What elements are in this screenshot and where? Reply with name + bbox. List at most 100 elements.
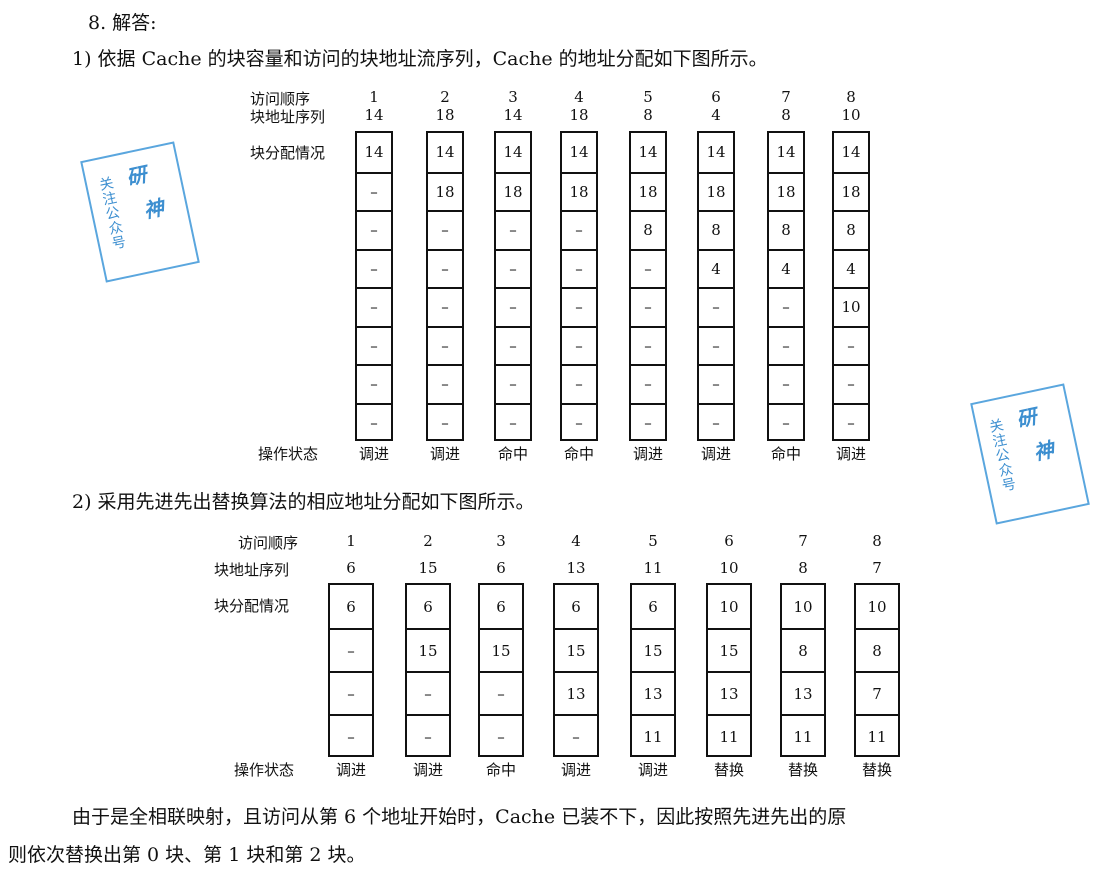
t1-label-sequence: 块地址序列 xyxy=(250,108,326,126)
block-cell: – xyxy=(496,248,530,288)
operation-status: 调进 xyxy=(335,761,366,779)
block-cell: – xyxy=(357,364,391,403)
t2-label-status: 操作状态 xyxy=(234,761,295,779)
sequence-value: 7 xyxy=(872,559,882,577)
watermark-stamp: 关注公众号 研 神 xyxy=(970,383,1090,525)
block-cell: 18 xyxy=(699,171,733,211)
sequence-value: 8 xyxy=(798,559,808,577)
stamp-text: 关注公众号 xyxy=(96,175,128,252)
block-cell: – xyxy=(357,248,391,288)
t2-label-sequence: 块地址序列 xyxy=(214,561,290,579)
operation-status: 调进 xyxy=(637,761,668,779)
order-number: 2 xyxy=(440,88,450,106)
block-cell: – xyxy=(496,402,530,442)
sequence-value: 18 xyxy=(435,106,455,124)
block-cell: – xyxy=(407,671,449,714)
block-cell: – xyxy=(769,402,803,442)
block-cell: 10 xyxy=(793,597,813,616)
block-cell: 15 xyxy=(480,628,522,671)
block-cell: 8 xyxy=(631,210,665,249)
operation-status: 命中 xyxy=(497,445,528,463)
operation-status: 调进 xyxy=(560,761,591,779)
operation-status: 替换 xyxy=(787,761,818,779)
block-cell: 14 xyxy=(776,143,796,162)
block-cell: 18 xyxy=(496,171,530,211)
block-cell: – xyxy=(357,171,391,211)
t1-label-status: 操作状态 xyxy=(258,445,319,463)
t1-label-allocation: 块分配情况 xyxy=(250,144,326,162)
order-number: 1 xyxy=(369,88,379,106)
sequence-value: 13 xyxy=(566,559,586,577)
stamp-char-1: 研 xyxy=(1014,404,1039,432)
order-number: 8 xyxy=(846,88,856,106)
block-cell: – xyxy=(769,287,803,326)
block-cell: – xyxy=(480,714,522,757)
order-number: 4 xyxy=(571,532,581,550)
order-number: 8 xyxy=(872,532,882,550)
sequence-value: 6 xyxy=(496,559,506,577)
block-cell: – xyxy=(496,364,530,403)
block-cell: 6 xyxy=(423,597,433,616)
block-cell: – xyxy=(357,325,391,365)
operation-status: 调进 xyxy=(700,445,731,463)
t2-label-order: 访问顺序 xyxy=(238,534,299,552)
order-number: 3 xyxy=(496,532,506,550)
operation-status: 替换 xyxy=(861,761,892,779)
block-cell: – xyxy=(631,287,665,326)
block-cell: 14 xyxy=(569,143,589,162)
order-number: 1 xyxy=(346,532,356,550)
order-number: 3 xyxy=(508,88,518,106)
block-cell: 13 xyxy=(708,671,750,714)
block-cell: – xyxy=(428,287,462,326)
watermark-stamp: 关注公众号 研 神 xyxy=(80,141,200,283)
block-cell: – xyxy=(428,402,462,442)
block-cell: 8 xyxy=(782,628,824,671)
block-cell: – xyxy=(834,325,868,365)
sequence-value: 15 xyxy=(418,559,438,577)
block-cell: – xyxy=(631,402,665,442)
block-cell: – xyxy=(496,210,530,249)
sequence-value: 11 xyxy=(643,559,663,577)
operation-status: 调进 xyxy=(632,445,663,463)
block-cell: 14 xyxy=(706,143,726,162)
block-column: 14––––––– xyxy=(355,131,393,441)
block-cell: 18 xyxy=(428,171,462,211)
block-cell: – xyxy=(357,287,391,326)
block-cell: 8 xyxy=(769,210,803,249)
order-number: 5 xyxy=(643,88,653,106)
block-cell: – xyxy=(330,628,372,671)
block-cell: 15 xyxy=(708,628,750,671)
order-number: 6 xyxy=(711,88,721,106)
block-cell: – xyxy=(562,325,596,365)
block-cell: – xyxy=(699,287,733,326)
operation-status: 调进 xyxy=(429,445,460,463)
block-cell: 4 xyxy=(834,248,868,288)
operation-status: 调进 xyxy=(358,445,389,463)
block-cell: 13 xyxy=(555,671,597,714)
block-cell: – xyxy=(357,210,391,249)
stamp-char-2: 神 xyxy=(141,195,166,223)
block-cell: – xyxy=(428,325,462,365)
block-column: 6––– xyxy=(328,583,374,757)
sequence-value: 10 xyxy=(719,559,739,577)
block-cell: 11 xyxy=(782,714,824,757)
block-cell: – xyxy=(330,714,372,757)
heading: 8. 解答: xyxy=(88,12,157,34)
block-cell: – xyxy=(357,402,391,442)
sequence-value: 6 xyxy=(346,559,356,577)
block-cell: – xyxy=(699,402,733,442)
block-cell: 10 xyxy=(719,597,739,616)
block-cell: 14 xyxy=(841,143,861,162)
block-cell: 6 xyxy=(496,597,506,616)
block-cell: 11 xyxy=(632,714,674,757)
block-cell: 4 xyxy=(699,248,733,288)
operation-status: 替换 xyxy=(713,761,744,779)
block-cell: – xyxy=(428,248,462,288)
operation-status: 命中 xyxy=(563,445,594,463)
sequence-value: 18 xyxy=(569,106,589,124)
